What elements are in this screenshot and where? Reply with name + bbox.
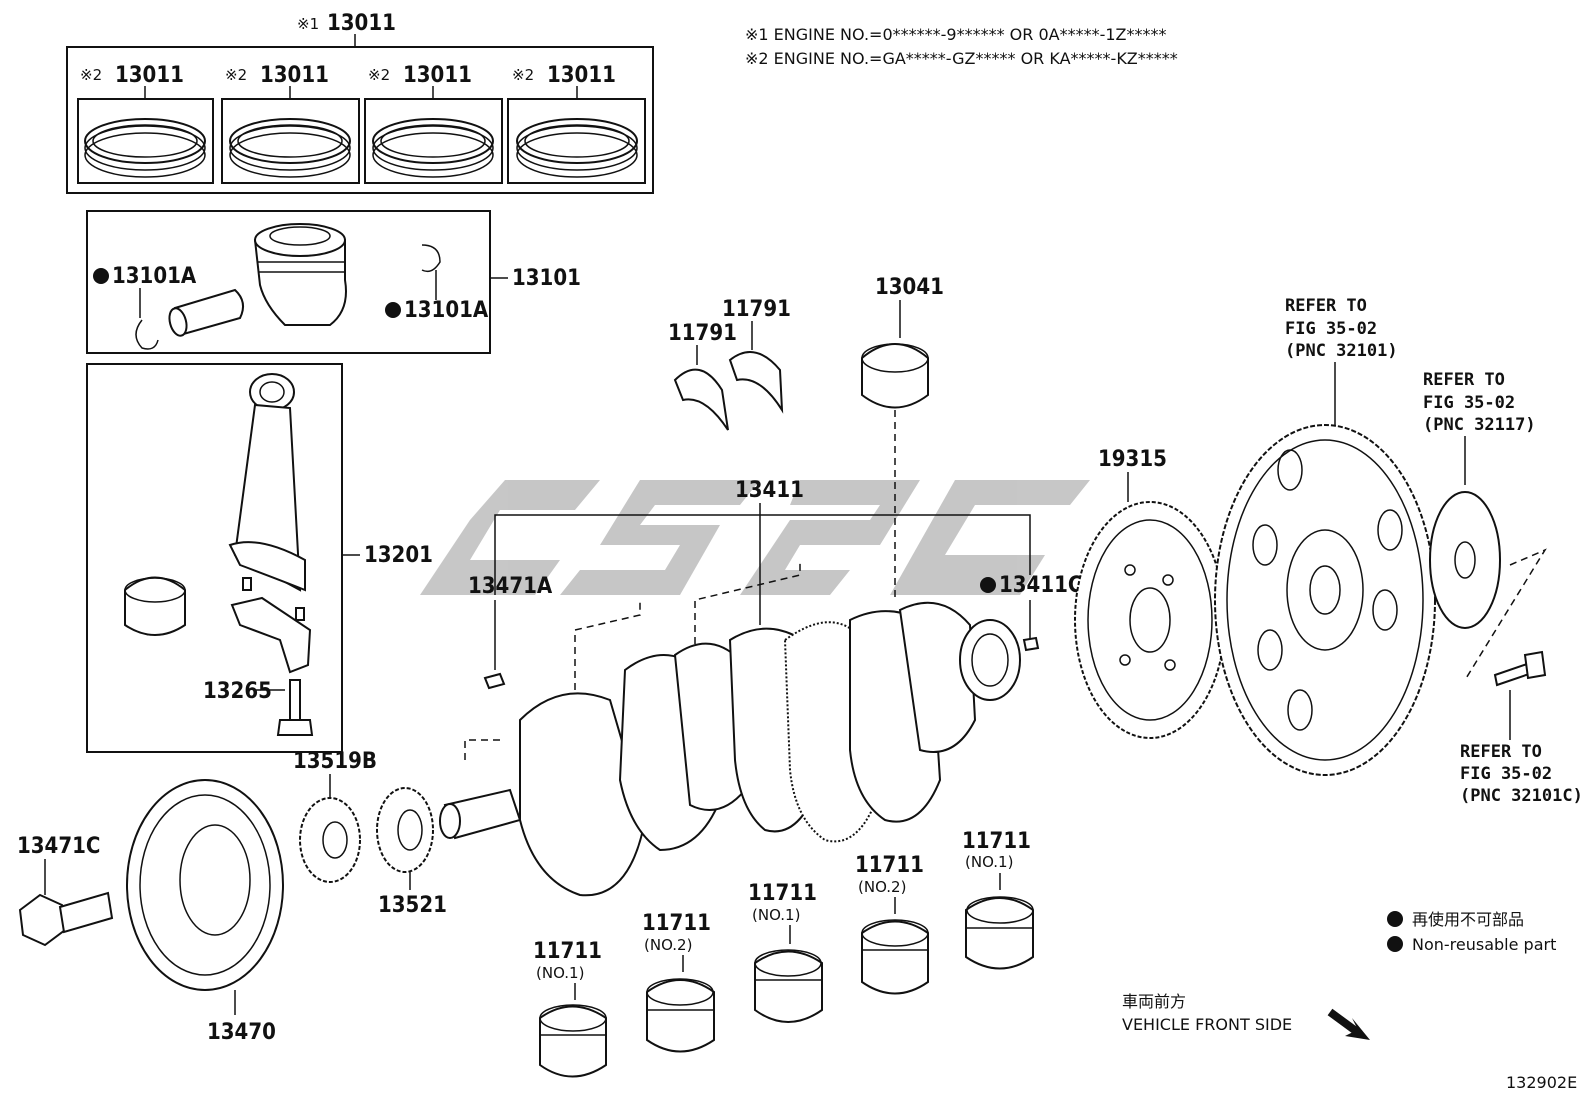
svg-text:11711: 11711: [962, 829, 1031, 854]
crankshaft[interactable]: 13411 13471A 13411C: [439, 478, 1082, 897]
snap-ring-left-label: 13101A: [112, 264, 197, 289]
legend: 再使用不可部品 Non-reusable part: [1387, 910, 1556, 954]
non-reusable-icon: [1387, 936, 1403, 952]
svg-text:13011: 13011: [403, 63, 472, 88]
ring-subset-3[interactable]: ※2 13011: [364, 63, 503, 184]
engine-note-1: ※1 ENGINE NO.=0******-9****** OR 0A*****…: [745, 25, 1167, 44]
svg-text:FIG 35-02: FIG 35-02: [1285, 319, 1377, 339]
crank-gear-13519b[interactable]: 13519B: [293, 749, 377, 883]
gear-13519b-label: 13519B: [293, 749, 377, 774]
svg-text:(NO.1): (NO.1): [536, 964, 584, 982]
ring-set-prefix: ※1: [297, 15, 319, 33]
crank-pulley-bolt[interactable]: 13471C: [17, 834, 114, 947]
pulley-bolt-label: 13471C: [17, 834, 100, 859]
legend-en: Non-reusable part: [1412, 935, 1556, 954]
snap-ring-right-label: 13101A: [404, 298, 489, 323]
ring-subset-4[interactable]: ※2 13011: [507, 63, 646, 184]
connecting-rod-assembly[interactable]: 13201 13265: [86, 363, 433, 753]
svg-text:※2: ※2: [80, 66, 102, 84]
svg-text:(PNC 32117): (PNC 32117): [1423, 415, 1536, 435]
piston-label: 13101: [512, 266, 581, 291]
main-bearing-2[interactable]: 11711 (NO.2): [642, 911, 715, 1053]
svg-text:FIG 35-02: FIG 35-02: [1423, 393, 1515, 413]
ring-subset-2[interactable]: ※2 13011: [221, 63, 360, 184]
crank-key-right-label: 13411C: [999, 573, 1082, 598]
direction-en: VEHICLE FRONT SIDE: [1122, 1015, 1292, 1034]
svg-text:11711: 11711: [642, 911, 711, 936]
crank-key-left-label: 13471A: [468, 574, 553, 599]
svg-text:(NO.2): (NO.2): [644, 936, 692, 954]
non-reusable-icon: [385, 302, 401, 318]
svg-text:REFER TO: REFER TO: [1285, 296, 1367, 316]
non-reusable-icon: [93, 268, 109, 284]
svg-text:FIG 35-02: FIG 35-02: [1460, 764, 1552, 784]
svg-text:(NO.1): (NO.1): [965, 853, 1013, 871]
svg-text:(PNC 32101C): (PNC 32101C): [1460, 786, 1583, 806]
thrust-washer-label-1: 11791: [668, 321, 737, 346]
direction-jp: 車両前方: [1122, 992, 1186, 1011]
svg-text:※2: ※2: [225, 66, 247, 84]
drive-plate-bolt[interactable]: REFER TO FIG 35-02 (PNC 32101C): [1460, 650, 1583, 806]
non-reusable-icon: [1387, 911, 1403, 927]
sensor-plate-19315[interactable]: 19315: [1074, 447, 1226, 739]
gear-13521-label: 13521: [378, 893, 447, 918]
crank-pulley[interactable]: 13470: [126, 779, 284, 1045]
svg-text:11711: 11711: [533, 939, 602, 964]
main-bearing-5[interactable]: 11711 (NO.1): [962, 829, 1034, 970]
main-bearing-3[interactable]: 11711 (NO.1): [748, 881, 823, 1023]
vehicle-front-direction: 車両前方 VEHICLE FRONT SIDE: [1122, 992, 1370, 1040]
svg-text:11711: 11711: [855, 853, 924, 878]
non-reusable-icon: [980, 577, 996, 593]
ring-set-label: 13011: [327, 11, 396, 36]
pulley-label: 13470: [207, 1020, 276, 1045]
legend-jp: 再使用不可部品: [1412, 910, 1524, 929]
rod-bolt-label: 13265: [203, 679, 272, 704]
connecting-rod-label: 13201: [364, 543, 433, 568]
svg-text:13011: 13011: [115, 63, 184, 88]
drive-plate-spacer[interactable]: REFER TO FIG 35-02 (PNC 32117): [1423, 370, 1547, 681]
svg-text:※2: ※2: [512, 66, 534, 84]
main-bearing-4[interactable]: 11711 (NO.2): [855, 853, 929, 995]
drive-plate[interactable]: REFER TO FIG 35-02 (PNC 32101): [1214, 296, 1436, 776]
rod-bearing-13041[interactable]: 13041: [861, 275, 944, 600]
thrust-washer-label-2: 11791: [722, 297, 791, 322]
svg-text:(NO.2): (NO.2): [858, 878, 906, 896]
rod-bearing-label: 13041: [875, 275, 944, 300]
ring-subset-1[interactable]: ※2 13011: [77, 63, 214, 184]
svg-text:(PNC 32101): (PNC 32101): [1285, 341, 1398, 361]
engine-note-2: ※2 ENGINE NO.=GA*****-GZ***** OR KA*****…: [745, 49, 1178, 68]
figure-id: 132902E: [1506, 1073, 1577, 1092]
crank-gear-13521[interactable]: 13521: [376, 787, 447, 918]
piston-assembly[interactable]: 13101 13101A 13101A: [86, 210, 581, 354]
svg-text:REFER TO: REFER TO: [1460, 742, 1542, 762]
svg-text:13011: 13011: [547, 63, 616, 88]
svg-text:※2: ※2: [368, 66, 390, 84]
watermark-logo: [420, 480, 1090, 595]
svg-text:(NO.1): (NO.1): [752, 906, 800, 924]
main-bearing-1[interactable]: 11711 (NO.1): [533, 939, 607, 1078]
thrust-washers[interactable]: 11791 11791: [668, 297, 791, 431]
svg-text:13011: 13011: [260, 63, 329, 88]
svg-text:REFER TO: REFER TO: [1423, 370, 1505, 390]
piston-ring-set[interactable]: ※1 13011 ※2 13011 ※2 13011 ※2 13011: [66, 11, 654, 194]
sensor-plate-label: 19315: [1098, 447, 1167, 472]
svg-text:11711: 11711: [748, 881, 817, 906]
crankshaft-label: 13411: [735, 478, 804, 503]
